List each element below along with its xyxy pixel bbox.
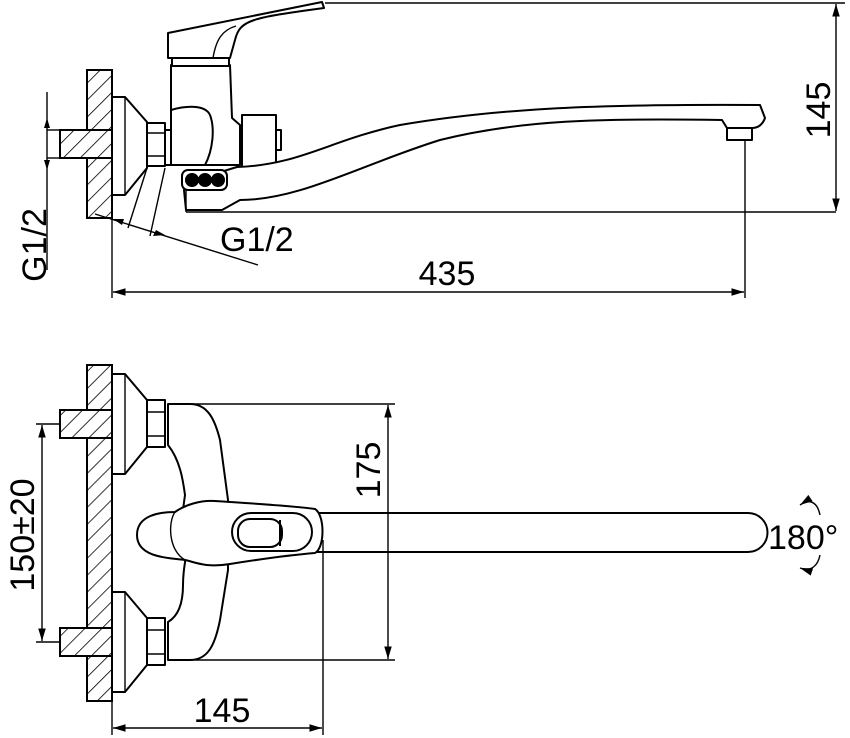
diverter: [241, 114, 277, 168]
lower-flange: [111, 591, 148, 693]
inlet-thread-label: G1/2: [220, 221, 294, 259]
lever-handle: [167, 1, 325, 59]
upper-inlet-pipe: [59, 409, 113, 439]
inlet-pipe: [59, 129, 113, 159]
aerator: [726, 127, 753, 141]
handle-base: [171, 57, 230, 67]
body-height-dimension-label: 175: [350, 442, 388, 499]
mixer-body: [170, 64, 241, 166]
wall-flange: [111, 96, 148, 196]
rotation-arrow-icon: [799, 494, 821, 516]
depth-dimension-label: 145: [194, 692, 251, 730]
rotation-angle-label: 180°: [768, 519, 838, 557]
union-nut: [146, 122, 166, 167]
rotation-arrow-icon: [799, 554, 821, 576]
handle-logo-slot: [237, 518, 283, 548]
lower-nut: [146, 617, 166, 666]
upper-nut: [146, 399, 166, 448]
front-view: 175 150±20 145 180°: [4, 364, 838, 735]
pipe-thread-label: G1/2: [16, 208, 54, 282]
height-dimension-label: 145: [800, 82, 838, 139]
spout-swivel-seal: [181, 169, 228, 191]
side-view: 145 435 G1/2 G1/2: [16, 1, 845, 298]
spout: [299, 512, 769, 553]
lower-inlet-pipe: [59, 627, 113, 657]
length-dimension-label: 435: [419, 255, 476, 293]
center-distance-dimension-label: 150±20: [4, 478, 42, 591]
upper-flange: [111, 373, 148, 475]
